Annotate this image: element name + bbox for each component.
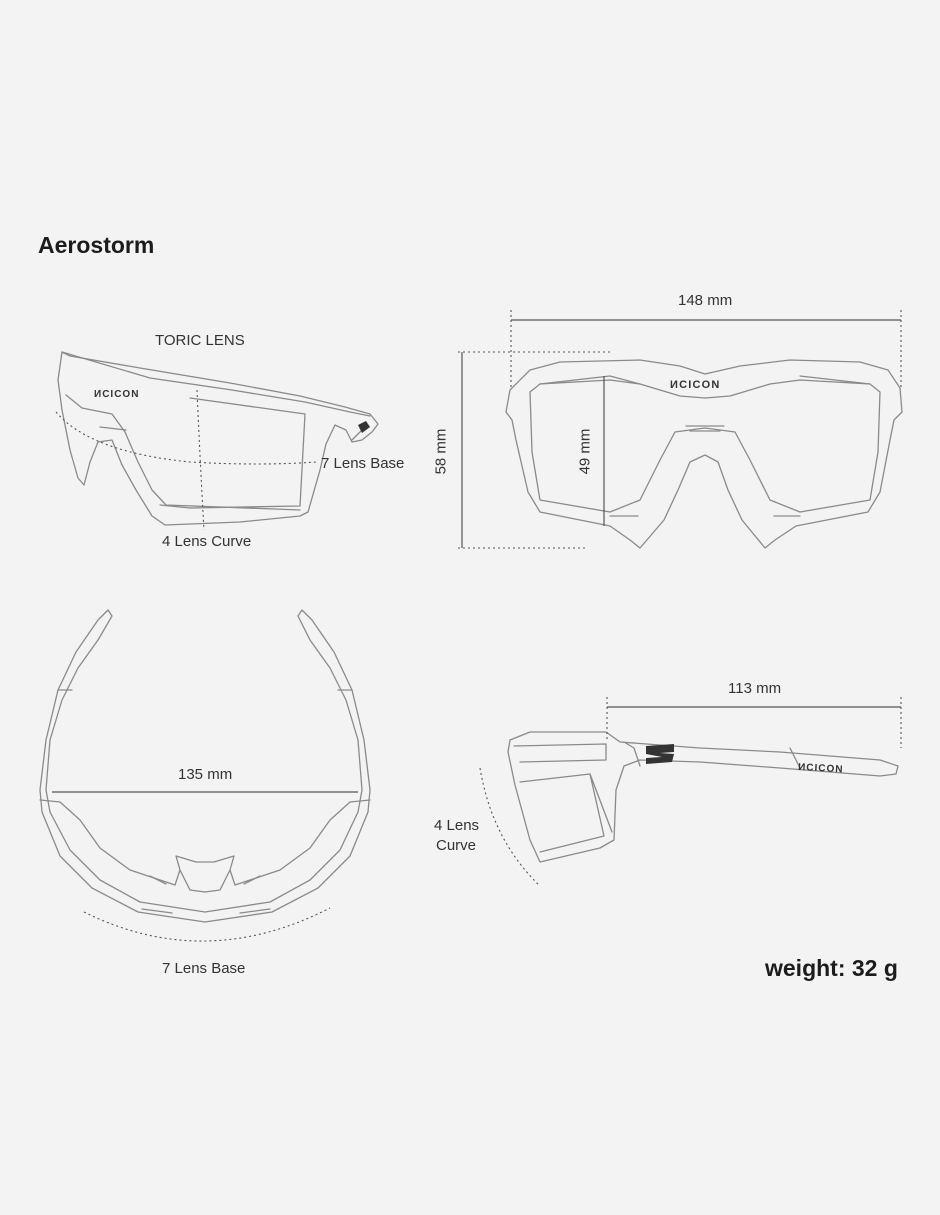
weight-label: weight: 32 g — [765, 955, 898, 981]
frame-width-label: 148 mm — [678, 292, 733, 309]
temple-length-label: 113 mm — [728, 680, 782, 697]
scicon-logo: ИCICON — [798, 762, 844, 775]
toric-lens-label: TORIC LENS — [155, 332, 245, 349]
frame-height-label: 58 mm — [432, 428, 450, 475]
top-view — [39, 609, 371, 942]
front-angle-base-label: 7 Lens Base — [321, 455, 405, 472]
front-view: ИCICON — [458, 310, 903, 549]
top-width-label: 135 mm — [178, 766, 233, 783]
scicon-logo: ИCICON — [670, 379, 721, 391]
side-curve-label-line2: Curve — [436, 837, 477, 854]
page-title: Aerostorm — [38, 232, 155, 258]
side-curve-label-line1: 4 Lens — [434, 817, 480, 834]
scicon-logo: ИCICON — [94, 389, 139, 400]
front-angle-view: ИCICON — [55, 351, 379, 531]
top-base-label: 7 Lens Base — [162, 960, 246, 977]
side-view: ИCICON — [479, 697, 902, 887]
lens-height-label: 49 mm — [576, 428, 594, 475]
front-angle-curve-label: 4 Lens Curve — [162, 533, 252, 550]
